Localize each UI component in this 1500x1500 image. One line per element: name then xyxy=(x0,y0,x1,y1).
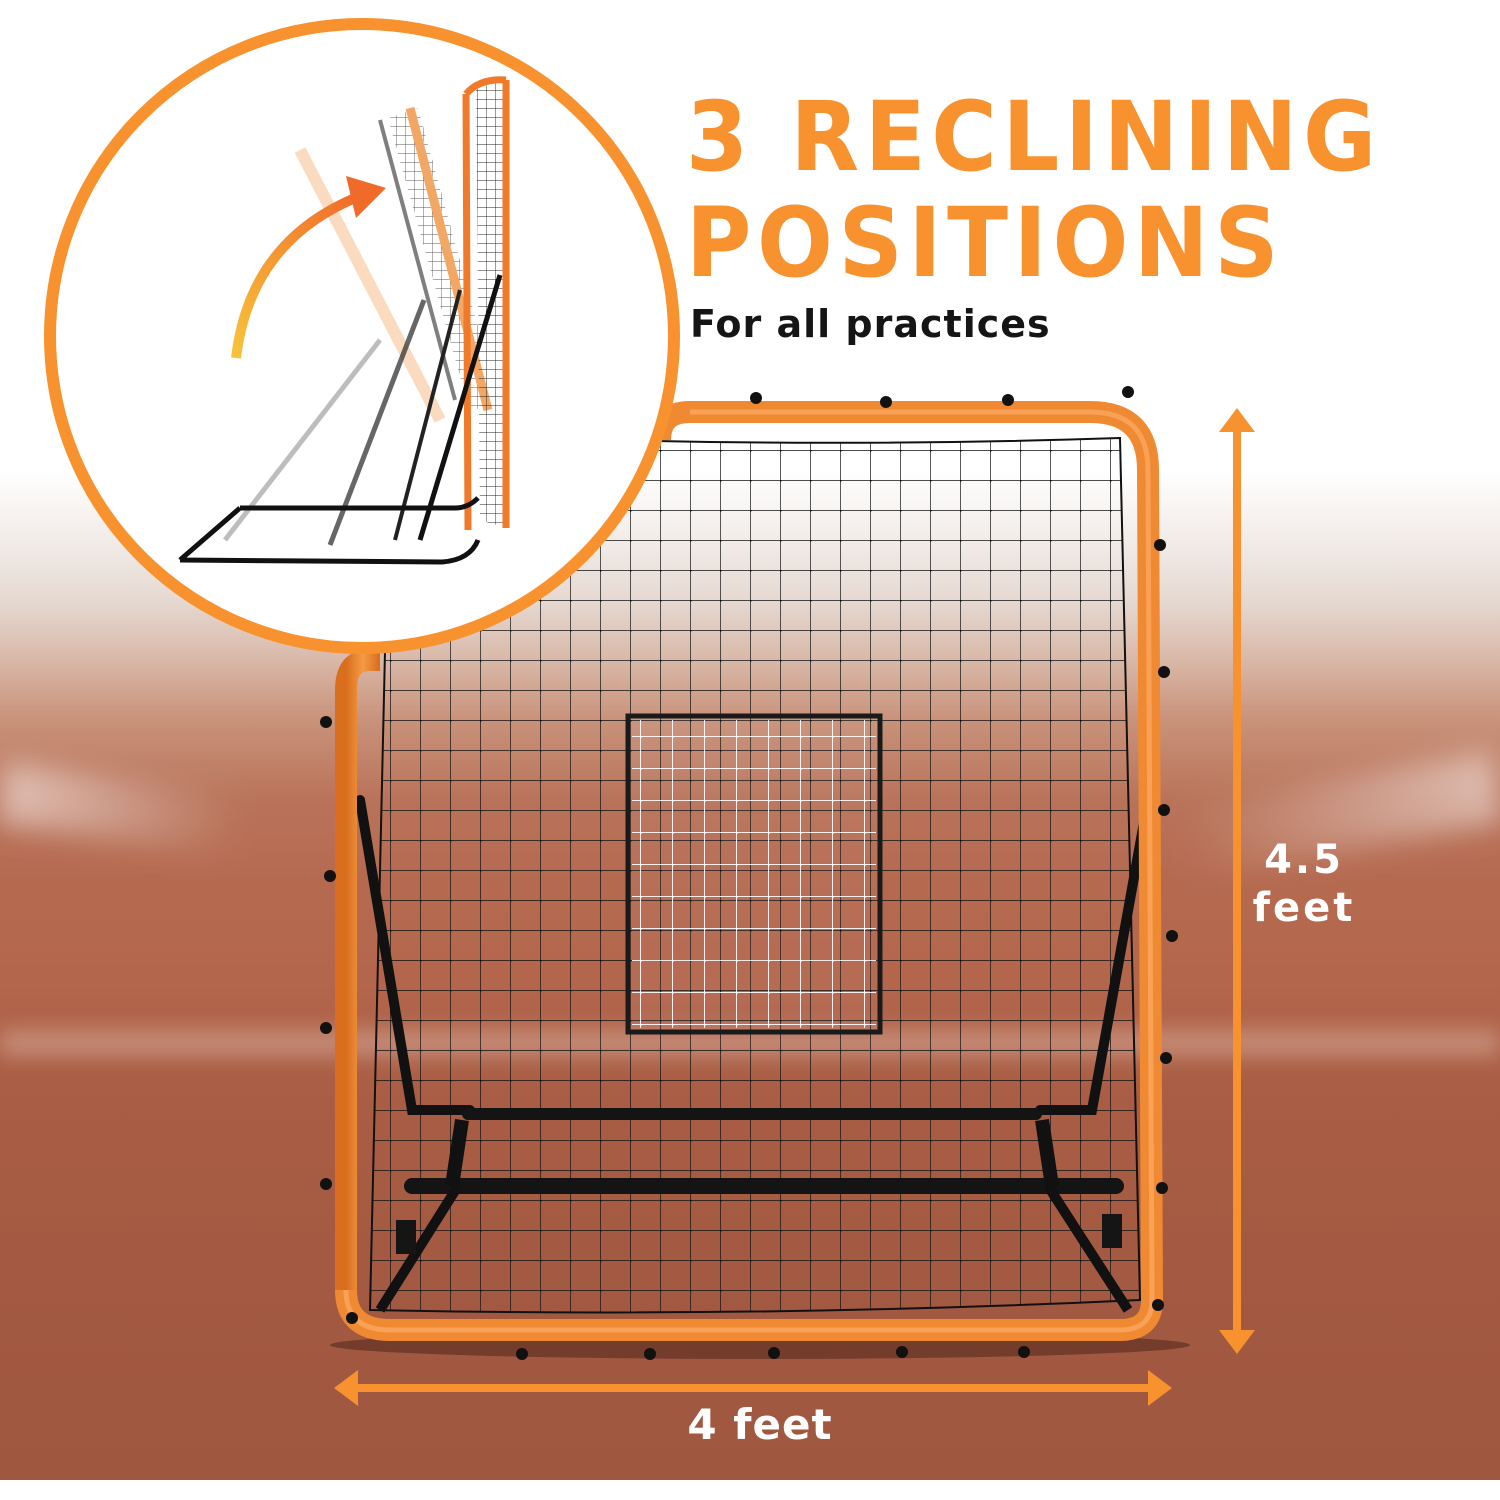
headline: 3 RECLINING POSITIONS xyxy=(686,84,1430,296)
width-arrow-left-icon xyxy=(334,1370,358,1406)
height-label: 4.5 feet xyxy=(1252,836,1356,932)
height-unit: feet xyxy=(1252,885,1356,931)
reclining-diagram-icon xyxy=(178,76,510,565)
width-dimension-line xyxy=(356,1384,1148,1392)
headline-line-1: 3 RECLINING xyxy=(686,81,1382,193)
height-dimension-line xyxy=(1233,430,1241,1330)
rebound-net-product xyxy=(320,386,1190,1360)
height-arrow-up-icon xyxy=(1219,408,1255,432)
height-arrow-down-icon xyxy=(1219,1330,1255,1354)
subtitle: For all practices xyxy=(690,302,1051,346)
height-value: 4.5 xyxy=(1264,837,1344,883)
width-arrow-right-icon xyxy=(1148,1370,1172,1406)
bottom-border-strip xyxy=(0,1480,1500,1500)
reclining-positions-inset xyxy=(44,18,680,654)
headline-line-2: POSITIONS xyxy=(686,187,1285,299)
width-label: 4 feet xyxy=(687,1400,833,1449)
